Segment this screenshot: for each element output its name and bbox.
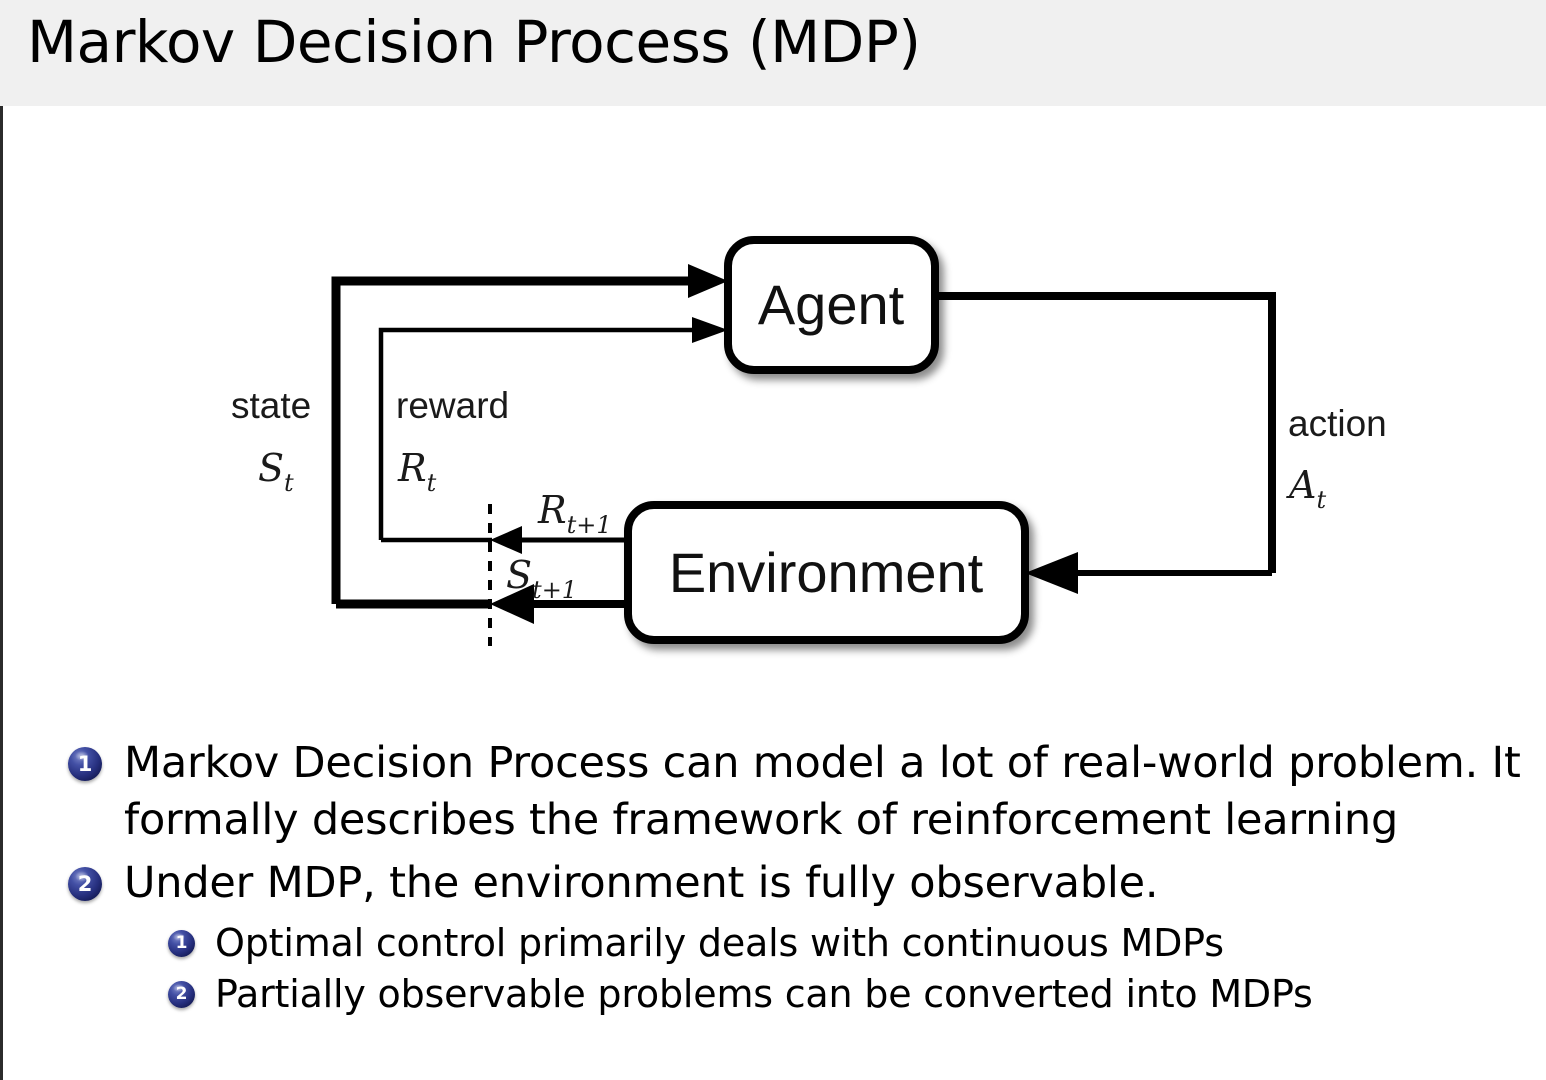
node-environment-label: Environment	[669, 541, 984, 604]
label-reward-word: reward	[396, 385, 509, 426]
label-state: state St	[231, 385, 311, 497]
label-action: action At	[1286, 403, 1387, 514]
bullet-marker-2: 2	[68, 867, 102, 902]
slide-left-edge-rule	[0, 0, 3, 1080]
sub-bullet-marker-1: 1	[168, 929, 195, 957]
bullet-marker-1: 1	[68, 747, 102, 781]
label-state-word: state	[231, 385, 311, 426]
edge-next-state	[490, 584, 630, 624]
sub-bullet-marker-2: 2	[168, 980, 195, 1008]
bullet-text: Under MDP, the environment is fully obse…	[124, 858, 1159, 909]
edge-reward-path	[378, 317, 728, 543]
node-agent-label: Agent	[758, 273, 905, 336]
mdp-diagram: Agent Environment state St reward Rt	[0, 106, 1546, 706]
sub-bullet-text: Partially observable problems can be con…	[215, 971, 1313, 1016]
sub-bullet-text: Optimal control primarily deals with con…	[215, 920, 1224, 965]
list-item: 1 Markov Decision Process can model a lo…	[68, 735, 1546, 849]
sub-list-item: 1 Optimal control primarily deals with c…	[168, 919, 1546, 968]
label-reward: reward Rt	[396, 385, 509, 497]
list-item: 2 Under MDP, the environment is fully ob…	[68, 855, 1546, 912]
edge-state-path	[331, 264, 728, 609]
label-reward-symbol: Rt	[397, 446, 437, 497]
edge-next-reward	[490, 526, 630, 554]
label-action-symbol: At	[1286, 463, 1326, 514]
slide-header-bar: Markov Decision Process (MDP)	[0, 0, 1546, 106]
label-next-reward: Rt+1	[537, 488, 612, 539]
node-agent: Agent	[724, 236, 939, 374]
edge-action-path	[935, 292, 1276, 594]
page-title: Markov Decision Process (MDP)	[27, 8, 921, 76]
label-state-symbol: St	[258, 446, 294, 497]
sub-list-item: 2 Partially observable problems can be c…	[168, 970, 1546, 1019]
node-environment: Environment	[624, 501, 1029, 644]
bullet-list: 1 Markov Decision Process can model a lo…	[0, 735, 1546, 1021]
label-next-state: St+1	[506, 553, 577, 604]
bullet-text: Markov Decision Process can model a lot …	[124, 738, 1521, 846]
label-action-word: action	[1288, 403, 1387, 444]
